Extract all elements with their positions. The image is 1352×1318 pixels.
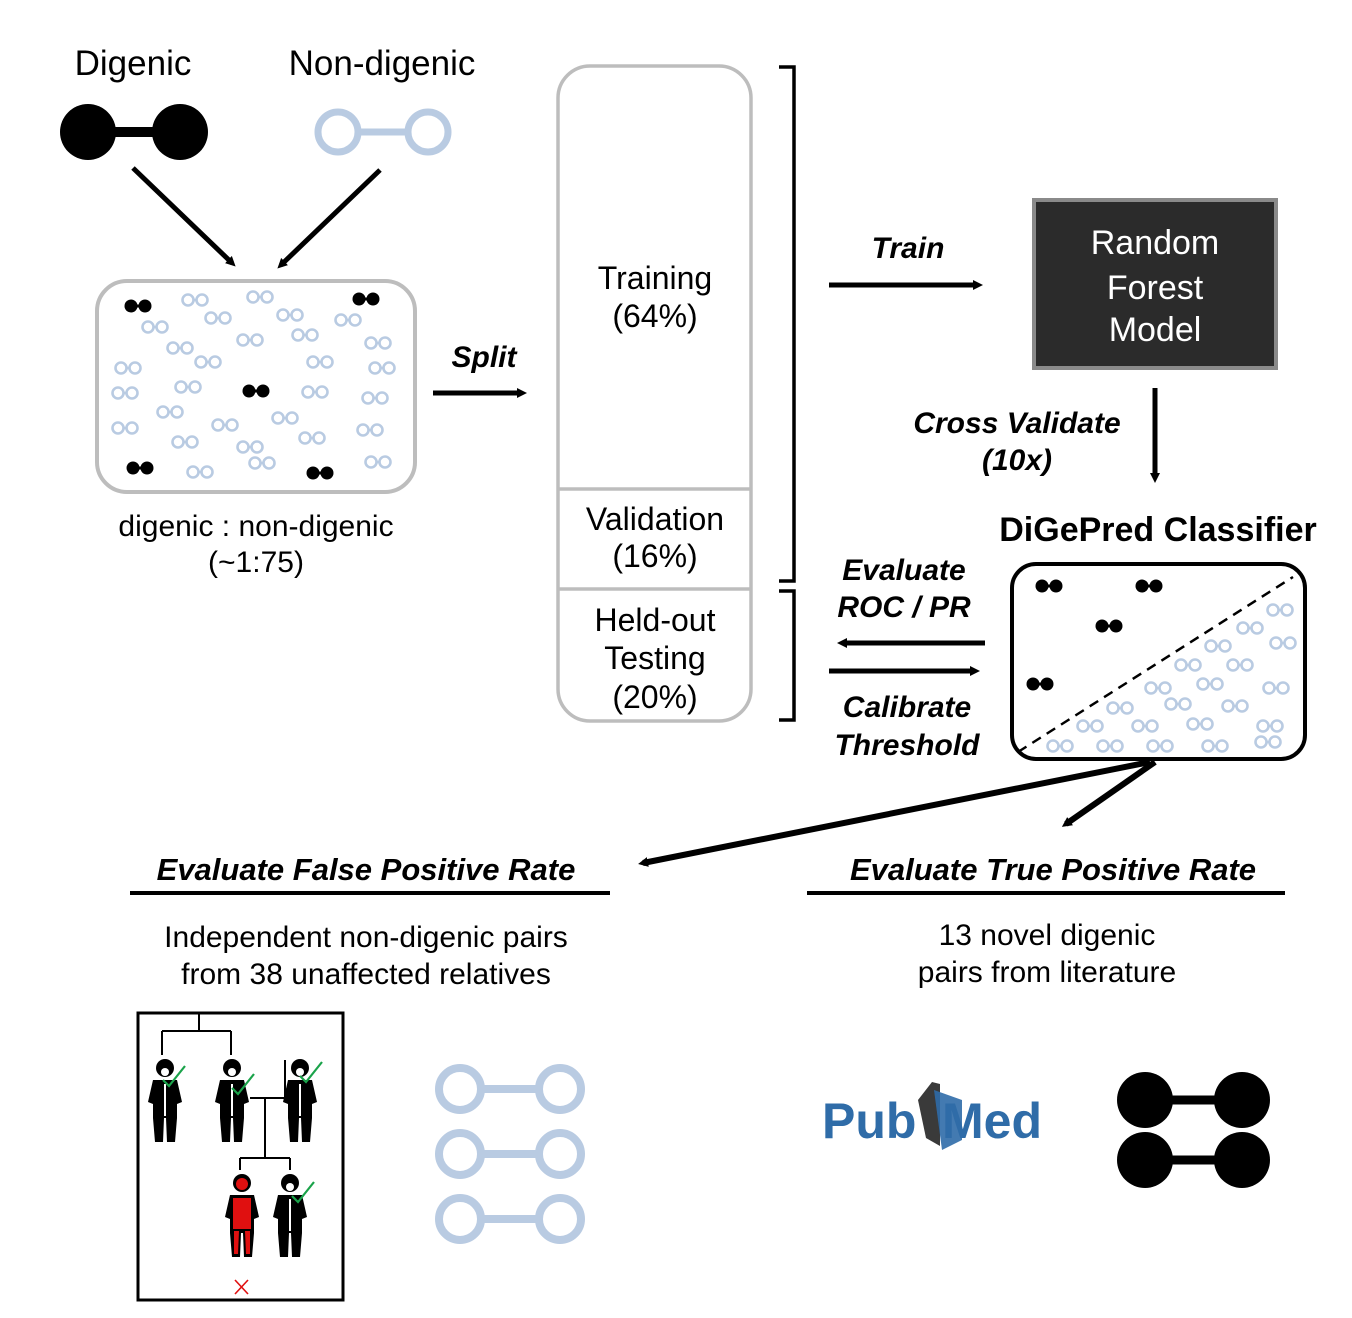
testing-bracket bbox=[779, 589, 796, 722]
fpr-title: Evaluate False Positive Rate bbox=[157, 852, 576, 887]
pubmed-logo-pub: Pub bbox=[822, 1093, 916, 1149]
model-line-2: Forest bbox=[1107, 269, 1204, 307]
testing-label-2: Testing bbox=[604, 640, 705, 676]
validation-pct: (16%) bbox=[612, 538, 697, 574]
classifier-box bbox=[1010, 562, 1307, 761]
affected-cross-icon bbox=[234, 1279, 249, 1295]
testing-label-1: Held-out bbox=[595, 602, 716, 638]
model-line-1: Random bbox=[1091, 224, 1220, 262]
arrow-to-tpr bbox=[1061, 759, 1157, 827]
pedigree-chart bbox=[136, 1011, 345, 1302]
pool-ratio-value: (~1:75) bbox=[208, 546, 304, 579]
legend-non-digenic-label: Non-digenic bbox=[289, 44, 476, 83]
legend-digenic-label: Digenic bbox=[75, 44, 192, 83]
train-validation-bracket bbox=[779, 65, 796, 583]
train-label: Train bbox=[872, 232, 945, 265]
pool-ratio-label: digenic : non-digenic bbox=[118, 510, 393, 543]
pair-pool-box bbox=[95, 279, 417, 494]
digenic-pairs-stack-icon bbox=[1117, 1072, 1270, 1188]
training-label: Training bbox=[598, 260, 712, 296]
model-line-3: Model bbox=[1109, 311, 1202, 349]
validation-label: Validation bbox=[586, 501, 724, 537]
non-digenic-pairs-stack-icon bbox=[435, 1064, 585, 1244]
fpr-desc-line-2: from 38 unaffected relatives bbox=[181, 958, 551, 991]
threshold-label: Threshold bbox=[834, 729, 980, 762]
tpr-desc-line-2: pairs from literature bbox=[918, 956, 1176, 989]
non-digenic-pair-icon bbox=[314, 108, 452, 156]
data-partition-column bbox=[556, 64, 753, 723]
cross-validate-label: Cross Validate bbox=[913, 407, 1120, 440]
tpr-title: Evaluate True Positive Rate bbox=[850, 852, 1256, 887]
roc-pr-label: ROC / PR bbox=[837, 591, 971, 624]
random-forest-model-box bbox=[1032, 198, 1278, 370]
arrow-digenic-to-pool bbox=[131, 166, 236, 267]
arrow-non-digenic-to-pool bbox=[277, 168, 382, 269]
fpr-desc-line-1: Independent non-digenic pairs bbox=[164, 921, 568, 954]
pubmed-logo-med: Med bbox=[942, 1093, 1042, 1149]
arrow-to-fpr bbox=[638, 759, 1151, 867]
calibrate-label: Calibrate bbox=[843, 691, 971, 724]
pubmed-logo: Pub Med bbox=[822, 1082, 1042, 1150]
testing-pct: (20%) bbox=[612, 679, 697, 715]
evaluate-label: Evaluate bbox=[842, 554, 965, 587]
split-label: Split bbox=[452, 341, 519, 374]
cross-validate-count: (10x) bbox=[982, 444, 1052, 477]
digenic-pair-icon bbox=[60, 104, 208, 160]
tpr-desc-line-1: 13 novel digenic bbox=[939, 919, 1156, 952]
training-pct: (64%) bbox=[612, 298, 697, 334]
classifier-title: DiGePred Classifier bbox=[999, 511, 1316, 549]
